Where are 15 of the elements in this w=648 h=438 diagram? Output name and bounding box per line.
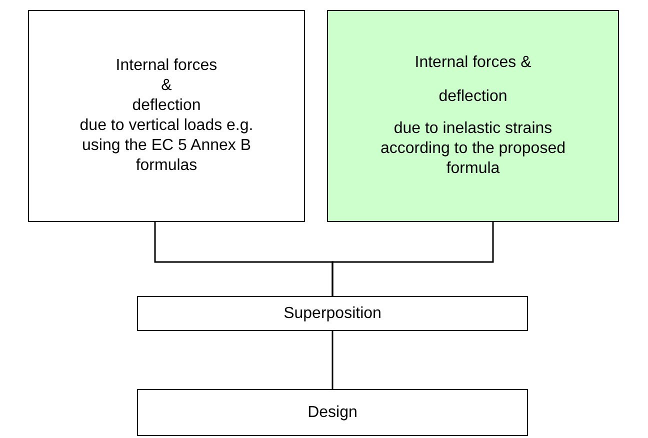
box-text: deflection — [438, 87, 508, 107]
process-box — [28, 10, 305, 222]
box-text: deflection — [132, 96, 201, 116]
process-box — [137, 296, 528, 331]
box-text: due to inelastic strains according to the proposed formula — [379, 119, 566, 179]
box-text: Design — [308, 402, 358, 422]
connector-line — [332, 331, 334, 389]
box-text: due to vertical loads e.g. using the EC 5 Annex B formulas — [78, 116, 254, 176]
process-box — [137, 389, 528, 436]
connector-line — [332, 222, 494, 296]
process-box — [327, 10, 619, 222]
box-text: Internal forces — [116, 56, 218, 76]
box-text: Internal forces & — [414, 53, 532, 73]
box-text: & — [161, 76, 172, 96]
box-text: Superposition — [284, 304, 382, 324]
